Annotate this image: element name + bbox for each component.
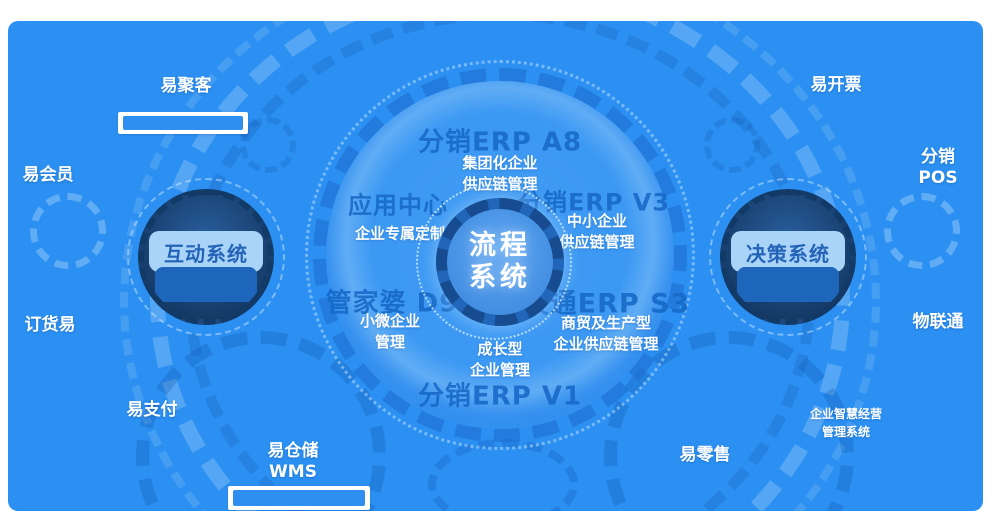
label-yilingshou: 易零售 (679, 445, 731, 465)
gear-decoration (884, 193, 960, 269)
hub-dot-ring (416, 184, 572, 340)
sphere-light-band (148, 230, 264, 272)
label-fenxiao-pos: 分销 POS (918, 147, 958, 189)
label-wuliantong: 物联通 (912, 312, 964, 332)
highlighted-label-box-bottom[interactable] (228, 486, 370, 510)
sphere-title-decision-system: 决策系统 (746, 242, 830, 267)
label-yicangchu-wms: 易仓储 WMS (267, 441, 319, 483)
label-yizhifu: 易支付 (126, 400, 178, 420)
hub-title-process-system: 流程 系统 (469, 229, 531, 293)
label-yikaipiao: 易开票 (810, 75, 862, 95)
wheel-dot-ring (305, 60, 695, 450)
sphere-lower-band (155, 266, 257, 302)
product-subtitle-d9: 小微企业 管理 (359, 312, 421, 351)
gear-decoration (704, 117, 760, 173)
blue-background-panel: 分销ERP A8 集团化企业 供应链管理 应用中心 企业专属定制 分销ERP V… (8, 21, 983, 511)
hub-tick-ring (436, 198, 564, 326)
label-yihuiyuan: 易会员 (22, 165, 74, 185)
label-smart-management-system: 企业智慧经营 管理系统 (809, 407, 882, 439)
sphere-title-interactive-system: 互动系统 (164, 242, 248, 267)
gear-decoration (30, 193, 106, 269)
sphere-outer-ring (127, 178, 285, 336)
sphere-decision-system: 决策系统 (720, 189, 856, 325)
sphere-lower-band (737, 266, 839, 302)
product-title-erp-v1: 分销ERP V1 (417, 381, 583, 412)
product-subtitle-erp-s3: 商贸及生产型 企业供应链管理 (553, 314, 659, 353)
label-yijuke: 易聚客 (160, 76, 212, 96)
highlighted-label-box-top[interactable] (118, 112, 248, 134)
redacted-bar (233, 490, 365, 506)
label-dinghuoyi: 订货易 (24, 315, 76, 335)
redacted-bar (123, 116, 243, 130)
sphere-light-band (730, 230, 846, 272)
sphere-interactive-system: 互动系统 (138, 189, 274, 325)
gear-decoration (240, 117, 296, 173)
product-subtitle-erp-v3: 中小企业 供应链管理 (559, 212, 635, 251)
product-subtitle-erp-v1: 成长型 企业管理 (469, 340, 531, 379)
sphere-outer-ring (709, 178, 867, 336)
product-title-erp-a8: 分销ERP A8 (417, 127, 583, 158)
